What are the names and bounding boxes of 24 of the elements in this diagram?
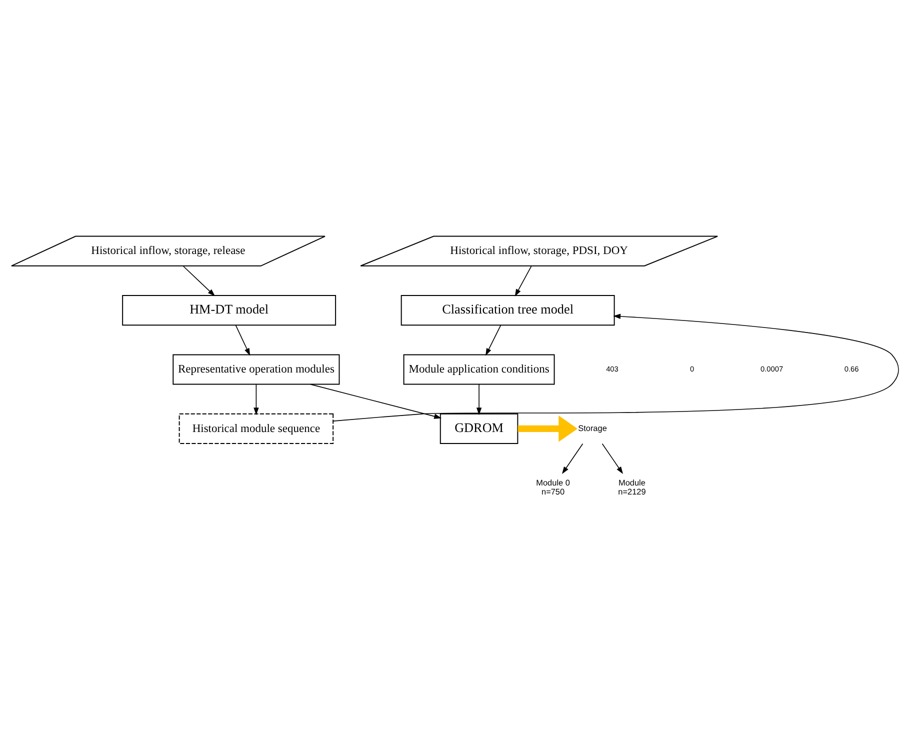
arrow (518, 415, 578, 442)
arrow (235, 324, 250, 356)
arrow (602, 443, 624, 474)
arrow (310, 384, 442, 419)
node-box: Classification tree model (400, 295, 615, 326)
label: 0.0007 (760, 364, 784, 374)
label: 0 (690, 364, 694, 374)
node-box: Historical module sequence (178, 413, 334, 444)
arrow (254, 384, 259, 416)
arrow (514, 266, 532, 296)
label: 0.66 (844, 364, 859, 374)
node-text: Storage (578, 424, 607, 433)
arrow (332, 314, 899, 422)
arrow (182, 266, 216, 296)
arrow (476, 384, 482, 416)
node-text: Module 0 n=750 (536, 478, 570, 496)
node-text: Module n=2129 (618, 478, 646, 496)
arrow (562, 443, 584, 474)
arrow (486, 324, 502, 356)
node-box: Module application conditions (403, 354, 555, 385)
node-box: HM-DT model (122, 295, 336, 326)
node-box: Representative operation modules (172, 354, 340, 385)
node-box: GDROM (440, 413, 518, 444)
label: 403 (606, 364, 618, 374)
